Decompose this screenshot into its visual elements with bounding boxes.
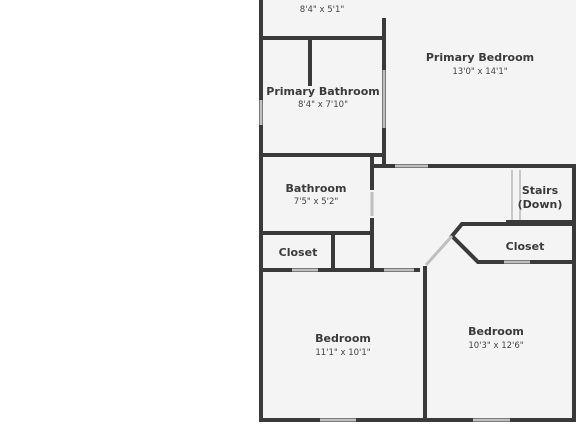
closet-right-label: Closet [506,240,545,253]
bedroom-right-dimensions: 10'3" x 12'6" [468,341,523,351]
bathroom-dimensions: 7'5" x 5'2" [294,197,339,207]
primary-bathroom-dimensions: 8'4" x 7'10" [298,100,348,110]
bedroom-right-label: Bedroom [468,325,524,338]
stairs-direction: (Down) [518,198,563,211]
primary-bedroom-label: Primary Bedroom [426,51,534,64]
bedroom-left-label: Bedroom [315,332,371,345]
floor-area [260,0,576,420]
windows [259,70,530,422]
floors [260,0,576,420]
primary-bathroom-label: Primary Bathroom [266,85,379,98]
closet-left-label: Closet [279,246,318,259]
top-room-dimensions: 8'4" x 5'1" [300,5,345,15]
room-labels: 8'4" x 5'1" Primary Bedroom 13'0" x 14'1… [266,5,562,358]
stair-treads [511,170,521,222]
primary-bedroom-dimensions: 13'0" x 14'1" [452,67,507,77]
walls [259,0,576,422]
bathroom-label: Bathroom [286,182,347,195]
stairs-label: Stairs [522,184,559,197]
doorway [424,234,454,267]
bedroom-left-dimensions: 11'1" x 10'1" [315,348,370,358]
